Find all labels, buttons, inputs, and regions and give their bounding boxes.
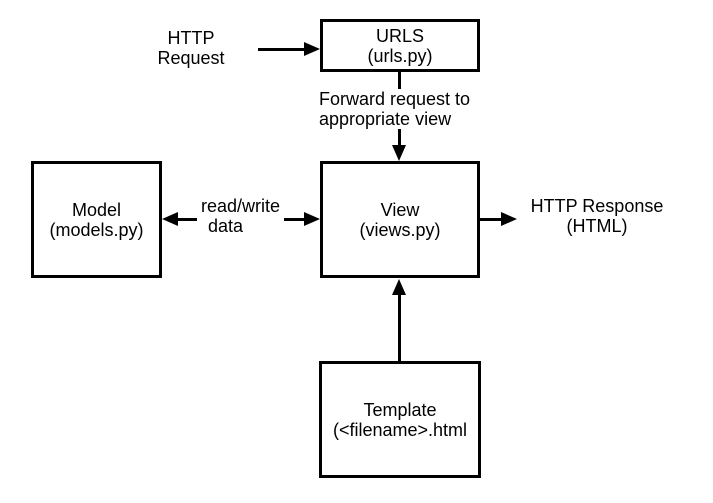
view-box-subtitle: (views.py) xyxy=(359,219,441,240)
template-box-subtitle: (<filename>.html xyxy=(332,419,468,440)
view-to-response-arrow-line xyxy=(480,218,503,221)
http-request-label-line2: Request xyxy=(157,48,225,68)
model-box-title: Model xyxy=(71,199,122,220)
forward-request-label-line2: appropriate view xyxy=(319,109,452,129)
model-box: Model (models.py) xyxy=(31,161,162,278)
read-write-data-label-line1: read/write xyxy=(201,196,281,216)
arrowhead-right-icon xyxy=(304,42,320,56)
http-request-arrow-line xyxy=(258,48,306,51)
arrowhead-right-icon xyxy=(304,212,320,226)
view-box: View (views.py) xyxy=(320,161,480,278)
arrowhead-up-icon xyxy=(392,279,406,295)
template-to-view-arrow-line xyxy=(398,294,401,361)
read-write-data-label-line2: data xyxy=(208,216,244,236)
read-write-data-label: read/write data xyxy=(197,196,285,236)
template-box: Template (<filename>.html xyxy=(319,361,481,478)
arrowhead-right-icon xyxy=(501,212,517,226)
http-response-label-line1: HTTP Response xyxy=(530,196,664,216)
arrowhead-left-icon xyxy=(162,212,178,226)
http-request-label-line1: HTTP xyxy=(167,28,215,48)
http-response-label: HTTP Response (HTML) xyxy=(522,196,672,236)
urls-box-subtitle: (urls.py) xyxy=(367,45,433,66)
arrowhead-down-icon xyxy=(392,145,406,161)
http-request-label: HTTP Request xyxy=(146,28,236,68)
template-box-title: Template xyxy=(363,399,437,420)
view-box-title: View xyxy=(380,199,420,220)
forward-request-label: Forward request to appropriate view xyxy=(319,89,475,129)
urls-box: URLS (urls.py) xyxy=(320,19,480,72)
http-response-label-line2: (HTML) xyxy=(566,216,628,236)
urls-box-title: URLS xyxy=(375,25,424,46)
forward-request-label-line1: Forward request to xyxy=(319,89,471,109)
model-box-subtitle: (models.py) xyxy=(49,219,144,240)
